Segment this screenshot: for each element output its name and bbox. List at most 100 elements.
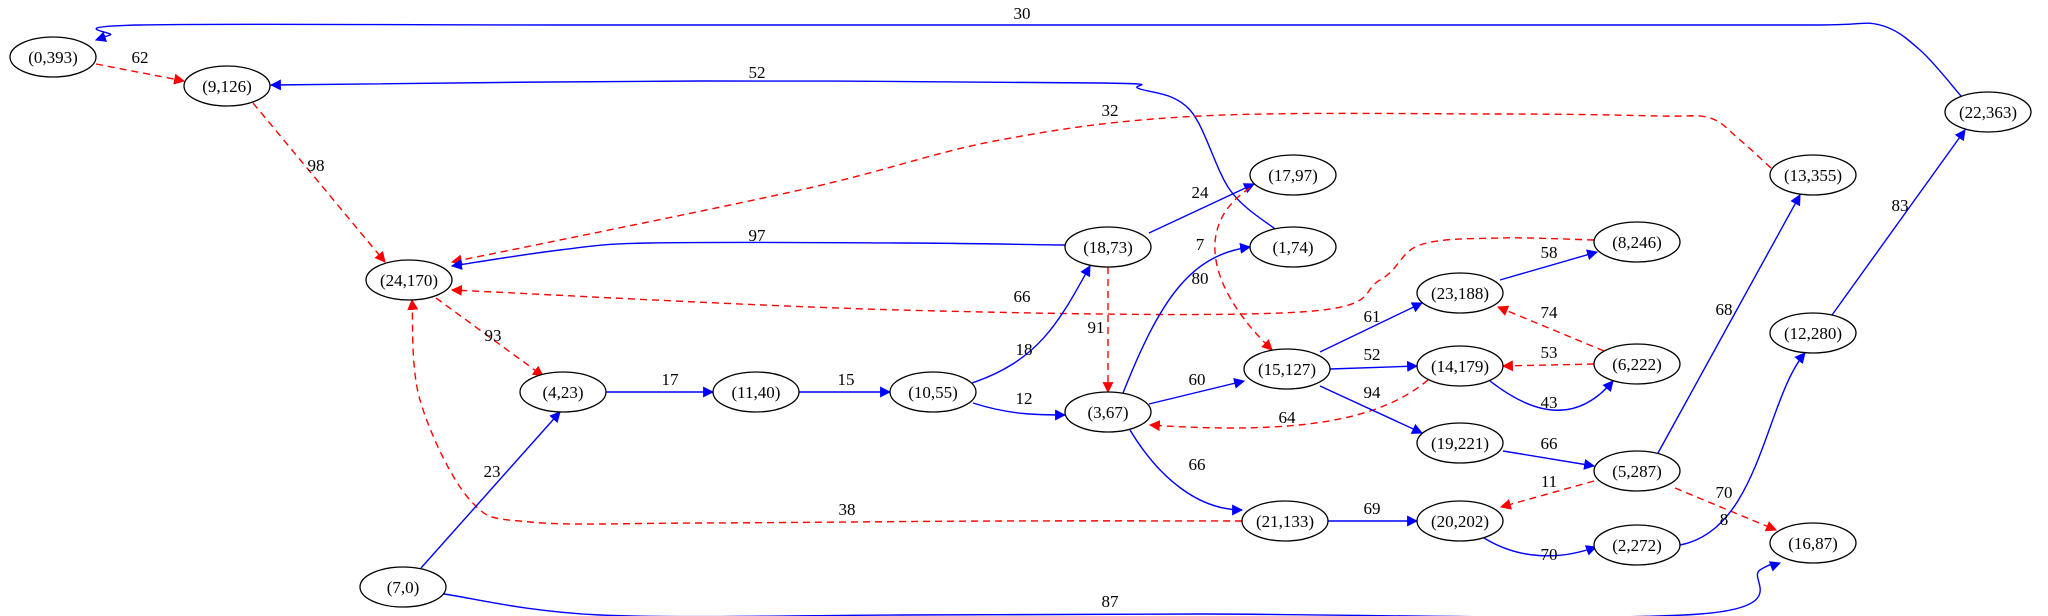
edge-18-24: 97 <box>450 226 1066 270</box>
edge-4-11: 17 <box>606 370 715 398</box>
edge-line <box>1674 487 1778 532</box>
edge-weight-label: 12 <box>1016 389 1033 408</box>
node-10: (10,55) <box>889 371 977 413</box>
edge-weight-label: 61 <box>1364 307 1381 326</box>
node-label: (12,280) <box>1784 324 1842 343</box>
node-14: (14,179) <box>1416 345 1504 387</box>
node-ellipse <box>1769 522 1857 564</box>
edge-12-22: 83 <box>1831 129 1966 316</box>
edge-weight-label: 32 <box>1102 101 1119 120</box>
edge-weight-label: 8 <box>1720 510 1729 529</box>
edge-10-3: 12 <box>972 389 1067 421</box>
edge-weight-label: 66 <box>1541 434 1558 453</box>
node-ellipse <box>1593 450 1681 492</box>
edge-line <box>407 298 1243 525</box>
edge-weight-label: 91 <box>1088 318 1105 337</box>
node-16: (16,87) <box>1769 522 1857 564</box>
node-11: (11,40) <box>712 371 800 413</box>
edge-1-9: 52 <box>269 63 1276 230</box>
node-label: (15,127) <box>1258 360 1316 379</box>
edge-8-24: 66 <box>450 237 1595 316</box>
edge-line <box>1122 242 1252 394</box>
edge-weight-label: 18 <box>1016 340 1033 359</box>
edge-14-6: 43 <box>1489 380 1614 412</box>
edge-15-14: 52 <box>1329 345 1419 372</box>
edge-7-4: 23 <box>420 411 561 569</box>
edge-line <box>1319 302 1423 353</box>
edge-line <box>252 102 386 263</box>
node-ellipse <box>1416 345 1504 387</box>
edge-weight-label: 15 <box>838 370 855 389</box>
edge-line <box>269 79 1276 230</box>
node-label: (24,170) <box>380 271 438 290</box>
edge-line <box>1502 450 1596 470</box>
node-ellipse <box>712 371 800 413</box>
edge-3-21: 66 <box>1129 429 1244 516</box>
edge-line <box>1329 360 1419 372</box>
node-13: (13,355) <box>1769 154 1857 196</box>
node-23: (23,188) <box>1416 272 1504 314</box>
node-label: (1,74) <box>1272 238 1313 257</box>
edge-weight-label: 43 <box>1541 393 1558 412</box>
edge-weight-label: 23 <box>484 462 501 481</box>
node-label: (9,126) <box>202 77 252 96</box>
node-ellipse <box>1593 343 1681 385</box>
edge-15-23: 61 <box>1319 302 1423 353</box>
edge-weight-label: 83 <box>1892 196 1909 215</box>
node-ellipse <box>1593 524 1681 566</box>
edge-line <box>1214 187 1273 351</box>
node-5: (5,287) <box>1593 450 1681 492</box>
node-2: (2,272) <box>1593 524 1681 566</box>
edge-2-12: 8 <box>1679 352 1806 546</box>
edge-line <box>1483 537 1598 557</box>
node-ellipse <box>1064 226 1152 268</box>
edge-9-24: 98 <box>252 102 386 263</box>
node-ellipse <box>359 566 447 608</box>
edge-weight-label: 97 <box>749 226 767 245</box>
node-ellipse <box>1416 272 1504 314</box>
node-17: (17,97) <box>1249 154 1337 196</box>
edge-line <box>1148 377 1246 405</box>
edge-19-5: 66 <box>1502 434 1596 470</box>
edge-line <box>94 22 1962 97</box>
edge-weight-label: 58 <box>1541 243 1558 262</box>
edge-11-10: 15 <box>799 370 892 398</box>
node-3: (3,67) <box>1064 391 1152 433</box>
edge-14-3: 64 <box>1148 379 1429 432</box>
node-label: (23,188) <box>1431 284 1489 303</box>
node-ellipse <box>183 65 271 107</box>
edge-weight-label: 87 <box>1102 592 1120 611</box>
edge-21-24: 38 <box>407 298 1243 525</box>
node-label: (16,87) <box>1788 534 1838 553</box>
node-label: (17,97) <box>1268 166 1318 185</box>
edge-weight-label: 66 <box>1014 287 1031 306</box>
edge-weight-label: 69 <box>1364 499 1381 518</box>
node-label: (0,393) <box>28 48 78 67</box>
edge-0-9: 62 <box>95 48 186 85</box>
node-label: (20,202) <box>1431 512 1489 531</box>
edge-3-15: 60 <box>1148 370 1246 405</box>
edge-5-20: 11 <box>1499 472 1595 510</box>
node-12: (12,280) <box>1769 312 1857 354</box>
edge-weight-label: 64 <box>1279 408 1297 427</box>
edge-line <box>450 237 1595 316</box>
edge-line <box>1129 429 1244 516</box>
node-ellipse <box>1944 91 2032 133</box>
node-ellipse <box>1241 500 1329 542</box>
node-label: (13,355) <box>1784 166 1842 185</box>
node-label: (22,363) <box>1959 103 2017 122</box>
edge-10-18: 18 <box>971 265 1091 384</box>
node-label: (4,23) <box>542 383 583 402</box>
edge-line <box>1501 360 1595 372</box>
edge-weight-label: 11 <box>1541 472 1557 491</box>
edge-weight-label: 94 <box>1364 383 1382 402</box>
node-label: (3,67) <box>1087 403 1128 422</box>
edge-18-3: 91 <box>1088 267 1114 394</box>
edge-weight-label: 53 <box>1541 343 1558 362</box>
edge-weight-label: 52 <box>749 63 766 82</box>
edge-weight-label: 52 <box>1364 345 1381 364</box>
edge-6-23: 74 <box>1496 303 1605 352</box>
edge-line <box>1499 480 1595 510</box>
node-ellipse <box>1064 391 1152 433</box>
